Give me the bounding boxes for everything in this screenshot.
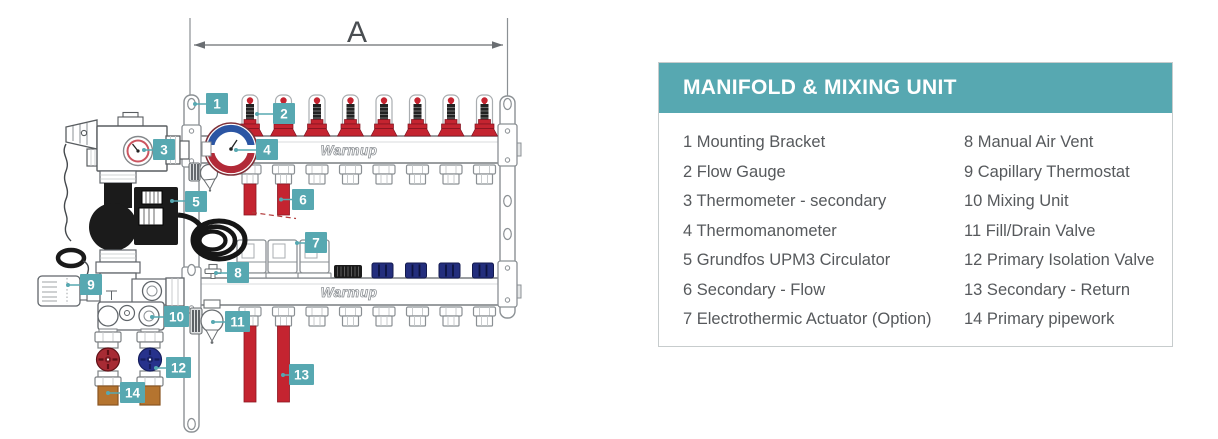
black-ribbed-cap: [334, 265, 362, 278]
callout-14: 14: [106, 382, 145, 403]
manual-air-vent: [204, 263, 222, 279]
brand-logo-top: Warmup: [321, 143, 378, 158]
legend-item: 11 Fill/Drain Valve: [964, 221, 1096, 240]
callout-13: 13: [281, 364, 314, 385]
secondary-return-pipes: [243, 325, 290, 403]
callouts: 1 2 3 4 5 6 7: [66, 93, 327, 403]
callout-number: 14: [125, 386, 141, 401]
mixing-unit-body: [95, 261, 185, 334]
flow-gauge: [303, 94, 331, 137]
port-nut: [338, 164, 363, 185]
fill-drain-valve: [189, 299, 224, 344]
left-mounting-bracket: [181, 94, 202, 433]
legend-item: 9 Capillary Thermostat: [964, 162, 1130, 181]
port-nuts-return: [238, 306, 497, 327]
legend-column-left: 1 Mounting Bracket 2 Flow Gauge 3 Thermo…: [683, 128, 964, 335]
port-nut: [439, 164, 463, 185]
port-nut: [372, 164, 396, 185]
valve-cap: [471, 262, 495, 279]
valve-cap: [371, 262, 394, 279]
callout-number: 2: [280, 107, 288, 122]
legend-header: MANIFOLD & MIXING UNIT: [659, 63, 1172, 113]
dimension-line: A: [189, 16, 509, 96]
thermometer-secondary: [122, 135, 154, 167]
callout-number: 6: [299, 193, 307, 208]
port-nut: [338, 306, 363, 327]
callout-number: 11: [230, 315, 245, 330]
callout-1: 1: [193, 93, 228, 114]
valve-cap: [404, 262, 428, 279]
legend-item: 4 Thermomanometer: [683, 221, 837, 240]
legend-panel: MANIFOLD & MIXING UNIT 1 Mounting Bracke…: [658, 62, 1173, 347]
legend-item: 13 Secondary - Return: [964, 280, 1131, 299]
callout-number: 9: [87, 278, 95, 293]
callout-9: 9: [66, 274, 102, 295]
port-nut: [305, 306, 329, 327]
dimension-label: A: [347, 16, 367, 49]
callout-number: 8: [234, 266, 242, 281]
callout-3: 3: [142, 139, 175, 160]
callout-6: 6: [279, 189, 314, 210]
port-nut: [271, 306, 296, 327]
legend-item: 10 Mixing Unit: [964, 192, 1069, 210]
legend-item: 14 Primary pipework: [964, 310, 1115, 328]
legend-item: 5 Grundfos UPM3 Circulator: [683, 251, 891, 269]
port-nut: [472, 164, 497, 185]
flow-gauge: [336, 94, 365, 137]
legend-item: 2 Flow Gauge: [683, 162, 786, 181]
legend-item: 7 Electrothermic Actuator (Option): [683, 310, 932, 328]
port-nut: [372, 306, 396, 327]
callout-number: 7: [312, 236, 320, 251]
legend-column-right: 8 Manual Air Vent 9 Capillary Thermostat…: [964, 128, 1172, 335]
callout-12: 12: [154, 357, 191, 378]
valve-caps: [371, 262, 495, 279]
flow-gauge: [470, 94, 499, 137]
legend-item: 3 Thermometer - secondary: [683, 192, 887, 210]
legend-body: 1 Mounting Bracket 2 Flow Gauge 3 Thermo…: [659, 113, 1172, 335]
actuator: [265, 239, 300, 279]
callout-number: 13: [294, 368, 310, 383]
callout-4: 4: [234, 139, 278, 160]
legend-item: 12 Primary Isolation Valve: [964, 251, 1155, 269]
capillary-wire: [55, 143, 90, 276]
callout-number: 3: [160, 143, 168, 158]
legend-item: 8 Manual Air Vent: [964, 133, 1094, 151]
callout-11: 11: [211, 311, 250, 332]
callout-number: 10: [169, 310, 184, 325]
port-nuts-flow: [238, 164, 497, 185]
port-nut: [439, 306, 463, 327]
legend-title: MANIFOLD & MIXING UNIT: [683, 76, 957, 99]
callout-number: 12: [171, 361, 186, 376]
callout-2: 2: [255, 103, 295, 124]
callout-number: 5: [192, 195, 200, 210]
flow-gauge: [403, 94, 432, 137]
flow-gauge: [437, 94, 465, 137]
port-nut: [472, 306, 497, 327]
port-nut: [271, 164, 296, 185]
capillary-coil: [177, 212, 248, 262]
secondary-flow-pipes: [243, 183, 297, 220]
circulator-pump: [89, 170, 178, 263]
brand-logo-bottom: Warmup: [321, 285, 378, 300]
callout-number: 4: [263, 143, 271, 158]
port-nut: [305, 164, 329, 185]
flow-gauge: [370, 94, 398, 137]
pressure-relief-valve: [65, 119, 101, 167]
port-nut: [405, 164, 430, 185]
legend-item: 6 Secondary - Flow: [683, 280, 826, 299]
callout-8: 8: [214, 262, 249, 283]
callout-5: 5: [170, 191, 207, 212]
port-nut: [405, 306, 430, 327]
valve-cap: [438, 262, 461, 279]
thermomanometer: [201, 122, 259, 176]
callout-7: 7: [295, 232, 327, 253]
callout-10: 10: [150, 306, 189, 327]
callout-number: 1: [213, 97, 221, 112]
legend-item: 1 Mounting Bracket: [683, 133, 826, 151]
right-mounting-bracket: [497, 95, 518, 319]
primary-isolation-valves: [94, 331, 164, 387]
